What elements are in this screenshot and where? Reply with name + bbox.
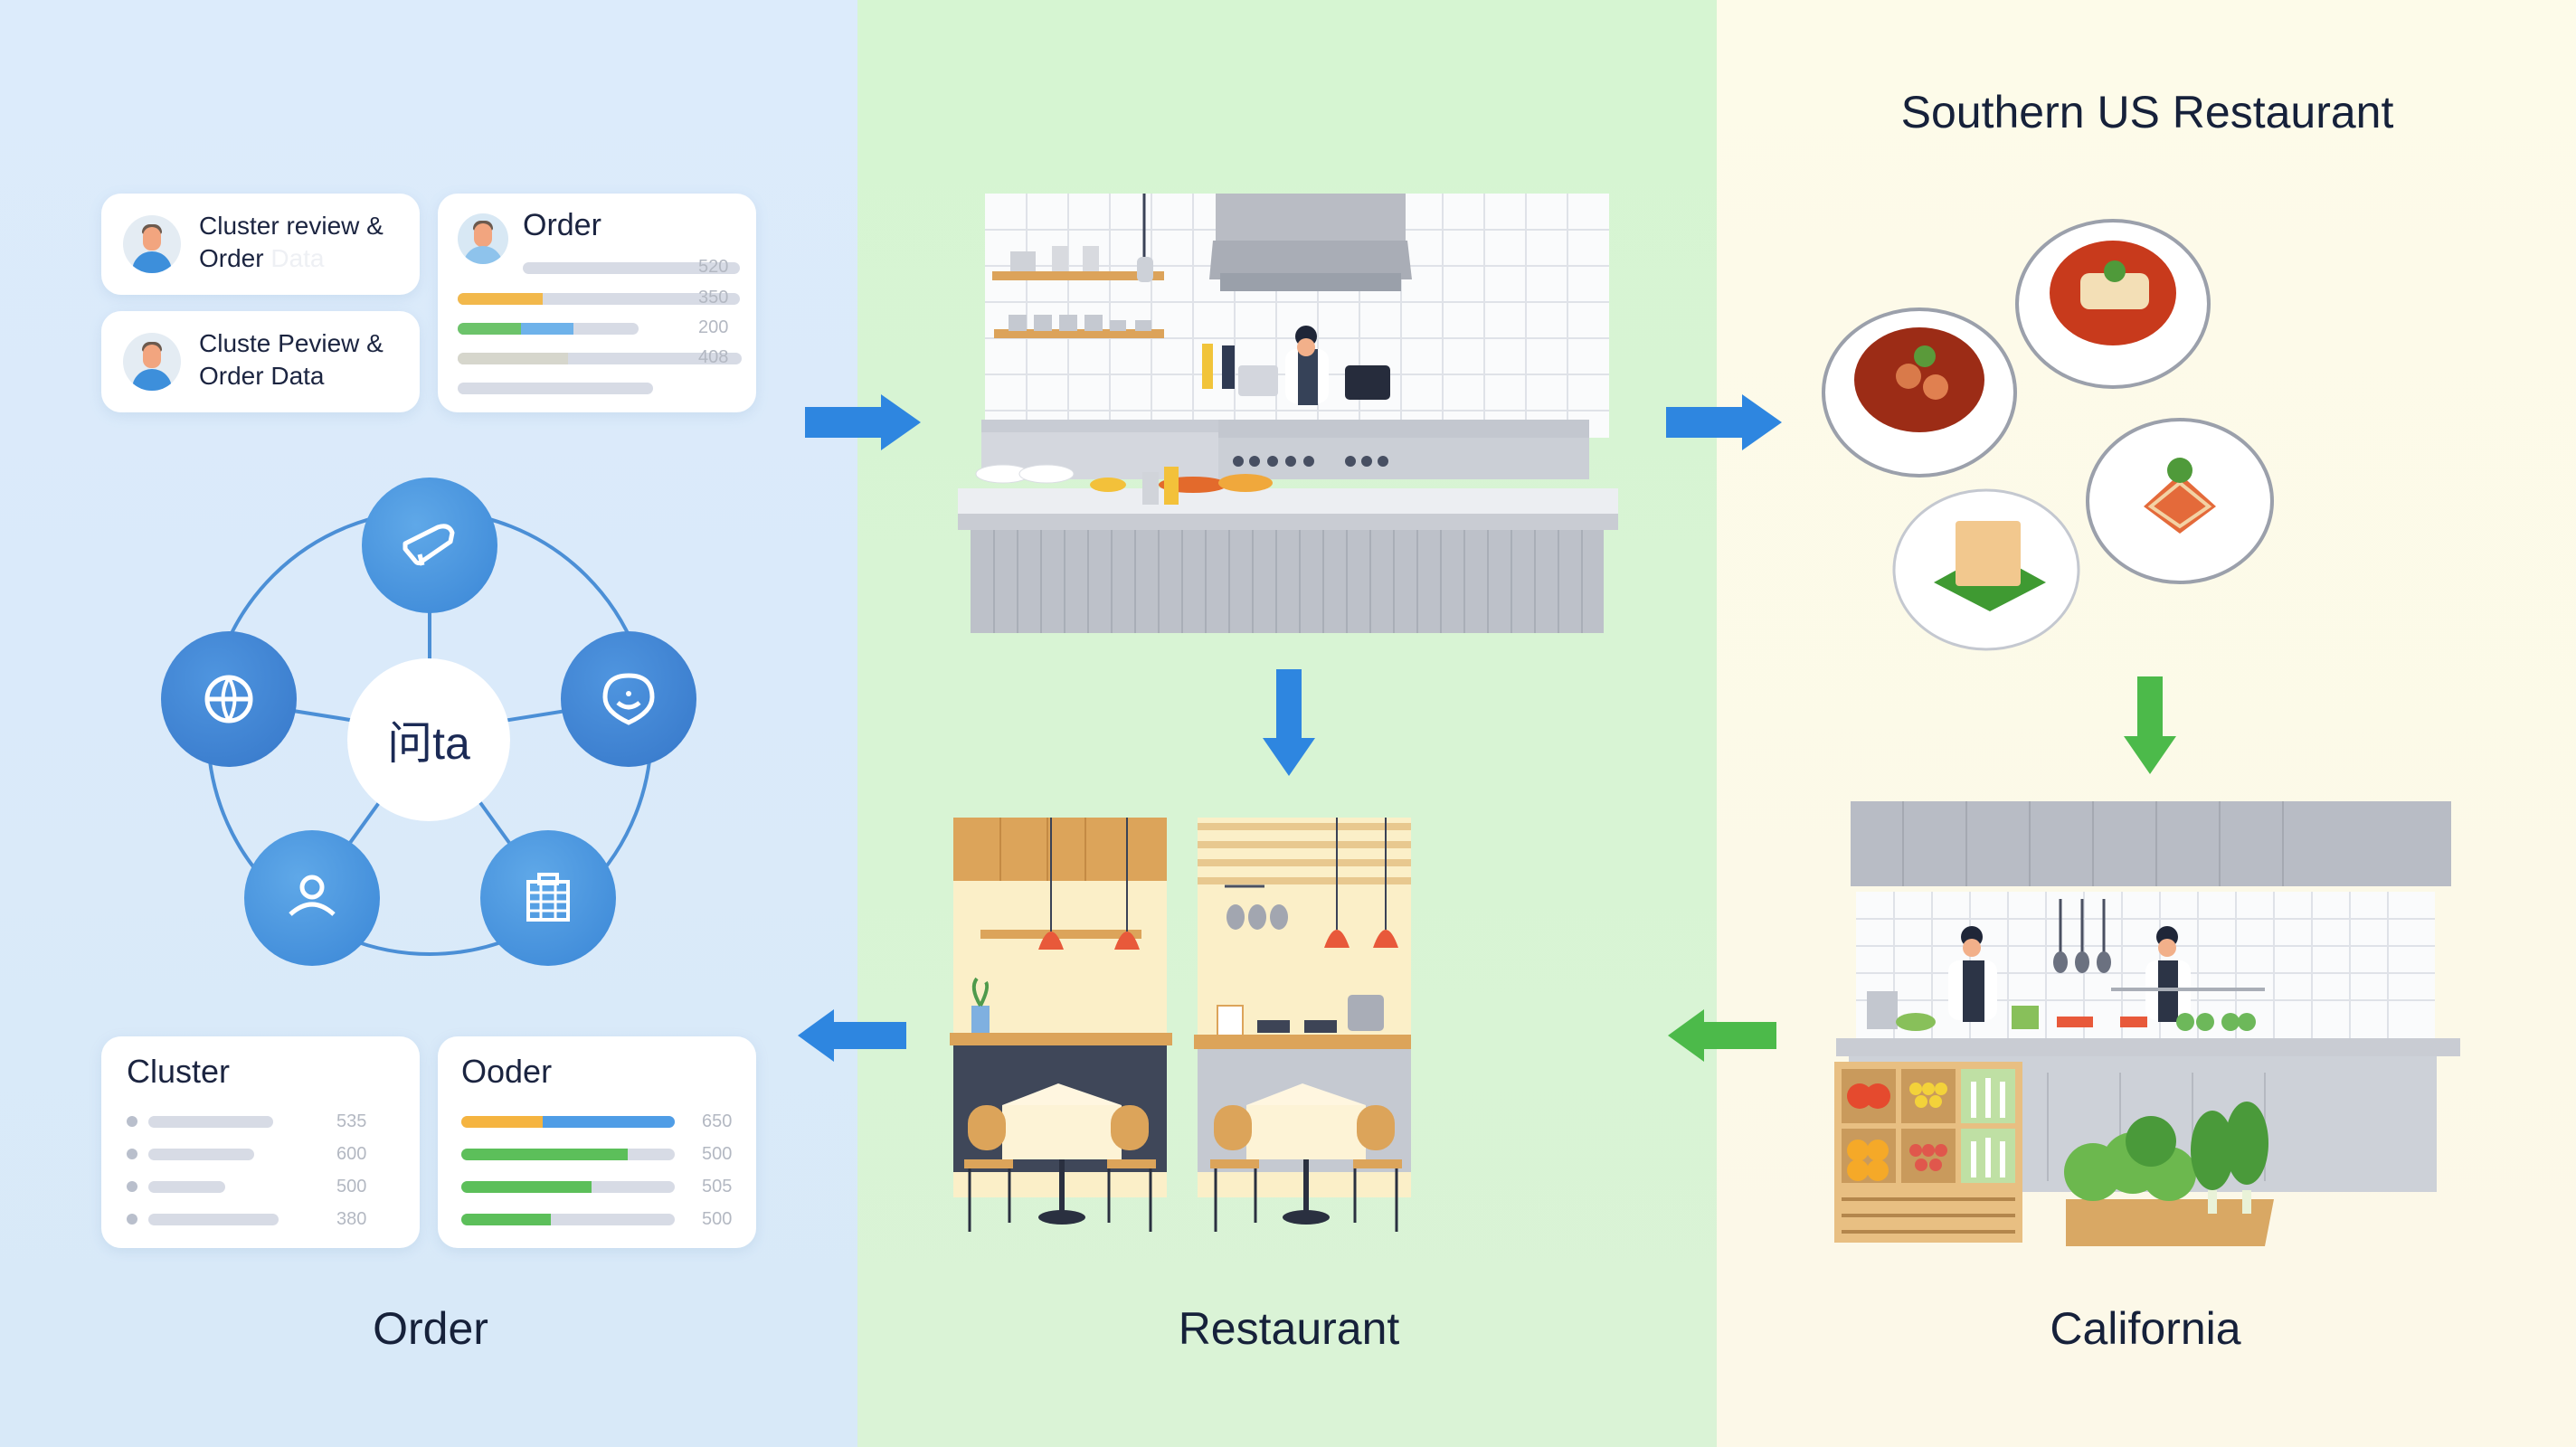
- california-kitchen-illustration: [1834, 801, 2460, 1246]
- bar-value: 500: [702, 1144, 733, 1164]
- restaurant-label: Restaurant: [1178, 1303, 1400, 1354]
- progress-segment: [461, 1116, 543, 1128]
- southern-us-restaurant-title: Southern US Restaurant: [1900, 87, 2394, 137]
- arrow-left-icon: [798, 1009, 906, 1062]
- dish: [1892, 488, 2080, 651]
- order-summary-card[interactable]: Order 520 350 200 408: [438, 194, 756, 412]
- card-line-1: Cluste Peview &: [199, 329, 384, 357]
- bullet-dot: [127, 1181, 137, 1192]
- progress-bar: [148, 1214, 279, 1225]
- bar-value: 600: [336, 1144, 367, 1164]
- bar-value: 408: [698, 347, 729, 367]
- progress-segment: [458, 353, 569, 364]
- network-node-smiley[interactable]: [561, 631, 696, 767]
- dish: [2015, 219, 2211, 389]
- progress-bar: [458, 293, 740, 305]
- order-card-title: Order: [523, 208, 601, 242]
- arrow-right-icon: [805, 394, 921, 450]
- globe-icon: [204, 675, 253, 724]
- bullet-dot: [127, 1214, 137, 1225]
- progress-bar: [148, 1116, 273, 1128]
- avatar: [123, 215, 181, 273]
- progress-segment: [461, 1214, 552, 1225]
- progress-bar: [458, 353, 742, 364]
- progress-bar: [461, 1181, 675, 1193]
- bar-value: 500: [702, 1209, 733, 1229]
- progress-bar: [461, 1149, 675, 1160]
- ooder-card-title: Ooder: [461, 1053, 553, 1090]
- bullet-dot: [127, 1116, 137, 1127]
- tag-icon: [402, 524, 455, 566]
- progress-segment: [521, 323, 573, 335]
- calendar-icon: [526, 873, 570, 922]
- bar-value: 200: [698, 317, 729, 337]
- progress-segment: [458, 323, 521, 335]
- ooder-card[interactable]: Ooder 650 500 505 500: [438, 1036, 756, 1248]
- progress-segment: [458, 293, 543, 305]
- arrow-down-icon: [1263, 669, 1315, 776]
- progress-bar: [461, 1116, 675, 1128]
- card-line-1: Cluster review &: [199, 212, 384, 240]
- network-node-calendar[interactable]: [480, 830, 616, 966]
- cluster-card-title: Cluster: [127, 1053, 231, 1090]
- progress-bar: [458, 323, 639, 335]
- restaurant-kitchen-illustration: [958, 194, 1618, 633]
- card-line-2-faded: Data: [270, 244, 325, 272]
- network-center[interactable]: 问ta: [347, 658, 510, 821]
- card-line-2: Order: [199, 244, 264, 272]
- bar-value: 520: [698, 257, 729, 277]
- cluster-review-data-card[interactable]: Cluste Peview & Order Data: [101, 311, 420, 412]
- progress-segment: [542, 1116, 675, 1128]
- order-label: Order: [373, 1303, 488, 1354]
- avatar: [123, 333, 181, 391]
- card-line-2: Order Data: [199, 362, 325, 390]
- arrow-right-icon: [1666, 394, 1782, 450]
- progress-segment: [461, 1149, 629, 1160]
- bar-value: 505: [702, 1177, 733, 1196]
- cluster-review-card[interactable]: Cluster review & Order Data: [101, 194, 420, 295]
- southern-dishes-illustration: [1822, 219, 2274, 651]
- progress-bar: [458, 383, 653, 394]
- bar-value: 535: [336, 1111, 367, 1131]
- network-node-person[interactable]: [244, 830, 380, 966]
- progress-bar: [148, 1181, 225, 1193]
- dish: [1822, 307, 2017, 478]
- progress-bar: [148, 1149, 254, 1160]
- arrow-down-icon: [2124, 676, 2176, 774]
- progress-bar: [461, 1214, 675, 1225]
- dish: [2086, 418, 2274, 584]
- network-node-globe[interactable]: [161, 631, 297, 767]
- arrow-left-icon: [1668, 1009, 1776, 1062]
- person-icon: [289, 875, 336, 916]
- cluster-card[interactable]: Cluster 535 600 500 380: [101, 1036, 420, 1248]
- california-label: California: [2050, 1303, 2241, 1354]
- progress-bar: [523, 262, 740, 274]
- smiley-icon: [602, 673, 655, 725]
- progress-segment: [461, 1181, 592, 1193]
- dining-room-illustration: [950, 818, 1411, 1232]
- bar-value: 650: [702, 1111, 733, 1131]
- bar-value: 500: [336, 1177, 367, 1196]
- bullet-dot: [127, 1149, 137, 1159]
- bar-value: 350: [698, 288, 729, 307]
- bar-value: 380: [336, 1209, 367, 1229]
- avatar: [458, 213, 508, 264]
- network-node-tag[interactable]: [362, 478, 497, 613]
